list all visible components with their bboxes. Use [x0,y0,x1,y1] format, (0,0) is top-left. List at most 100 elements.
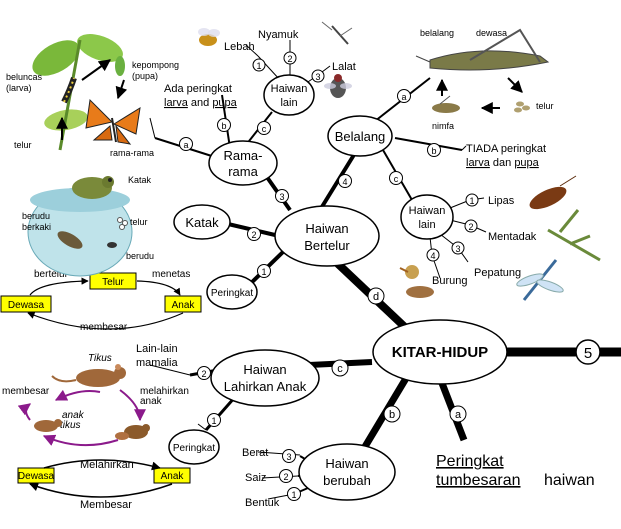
node-peringkat-lahirkan[interactable]: Peringkat [168,429,220,465]
svg-text:c: c [262,124,267,134]
item-burung: Burung [432,275,467,287]
tiada-peringkat: TIADA peringkat larva dan pupa [466,143,546,169]
fly-image [324,74,352,98]
kepompong-line2: (pupa) [132,71,158,81]
belalang-telur-label: telur [536,101,554,111]
svg-text:1: 1 [261,267,266,277]
frog-berudu-label: berudu [126,251,154,261]
cockroach-image [529,175,577,210]
rama-telur-label: telur [14,140,32,150]
marker-berubah-2: 2 [279,469,293,483]
svg-text:a: a [401,92,406,102]
tiada-line1: TIADA peringkat [466,143,546,155]
node-belalang[interactable]: Belalang [327,115,393,157]
cycle1-membesar: membesar [80,322,128,333]
node-lahirkan-line1: Haiwan [243,362,286,377]
frog-telur-label: telur [130,217,148,227]
item-berat: Berat [242,447,268,459]
marker-5: 5 [575,339,601,365]
svg-text:3: 3 [315,72,320,82]
marker-belalang-c: c [389,171,403,185]
center-label: KITAR-HIDUP [392,344,488,361]
node-lain2-line1: Haiwan [409,205,446,217]
branch-markers: d c b a 5 4 3 2 1 2 1 3 2 1 a b c 1 2 3 … [179,51,601,501]
node-rama-rama[interactable]: Rama- rama [208,140,278,186]
svg-text:4: 4 [342,177,347,187]
svg-text:larva and pupa: larva and pupa [164,97,238,109]
svg-text:1: 1 [256,61,261,71]
butterfly-cycle: beluncas (larva) kepompong (pupa) telur … [6,34,179,158]
svg-text:3: 3 [286,452,291,462]
item-bentuk: Bentuk [245,497,280,509]
marker-a: a [449,405,467,423]
svg-text:c: c [394,174,399,184]
node-berubah-line2: berubah [323,473,371,488]
marker-berubah-3: 3 [282,449,296,463]
svg-text:b: b [221,121,226,131]
svg-text:1: 1 [211,416,216,426]
svg-text:larva dan pupa: larva dan pupa [466,157,540,169]
frog-image [72,176,114,199]
marker-serangga-1: 1 [252,58,266,72]
mouse-melahirkan-line1: melahirkan [140,386,189,397]
marker-bertelur-3: 3 [275,189,289,203]
svg-text:2: 2 [201,369,206,379]
marker-belalang-a: a [397,89,411,103]
dragonfly-image [516,259,564,301]
svg-text:4: 4 [430,251,435,261]
lain-mamalia-line2: mamalia [136,357,178,369]
node-berubah-line1: Haiwan [325,456,368,471]
item-lalat: Lalat [332,61,356,73]
tiada-larva: larva [466,157,491,169]
marker-serangga-2: 2 [283,51,297,65]
belalang-label: belalang [420,28,454,38]
adult-mouse-image [51,364,126,387]
caterpillar-image [61,77,77,104]
grasshopper-nymph-image [432,95,460,113]
item-pepatung: Pepatung [474,267,521,279]
mouse-cycle: Tikus membesar melahirkan anak anak tiku… [2,353,189,447]
node-haiwan-berubah[interactable]: Haiwan berubah [298,443,396,501]
svg-text:a: a [455,409,462,421]
node-haiwan-lahirkan-anak[interactable]: Haiwan Lahirkan Anak [210,349,320,407]
title-line2a: tumbesaran [436,472,521,489]
cycle1-menetas: menetas [152,269,190,280]
leaf-image [32,34,123,151]
item-saiz: Saiz [245,472,266,484]
marker-bertelur-2: 2 [247,227,261,241]
butterfly-image [85,98,141,145]
tiada-pupa: pupa [514,157,539,169]
svg-text:1: 1 [469,196,474,206]
svg-text:1: 1 [291,490,296,500]
berubah-items: Berat Saiz Bentuk [242,447,280,509]
item-mentadak: Mentadak [488,231,537,243]
diagram-title: Peringkat tumbesaran haiwan [436,453,595,489]
node-haiwan-lain-serangga[interactable]: Haiwan lain [263,74,315,116]
grasshopper-adult-image [415,28,550,71]
title-line1: Peringkat [436,453,504,470]
node-peringkat-bertelur-label: Peringkat [211,288,253,299]
node-haiwan-lain-belalang[interactable]: Haiwan lain [400,194,454,240]
node-lain2-line2: lain [418,219,435,231]
svg-text:b: b [431,146,436,156]
node-haiwan-bertelur[interactable]: Haiwan Bertelur [274,205,380,267]
node-peringkat-bertelur[interactable]: Peringkat [206,274,258,310]
frog-cycle: Katak telur berudu berudu berkaki [22,175,154,277]
lahirkan-cycle: Dewasa Anak Melahirkan Membesar [17,459,191,511]
bee-image [198,28,220,46]
kepompong-line1: kepompong [132,60,179,70]
node-katak[interactable]: Katak [173,204,231,240]
svg-text:2: 2 [283,472,288,482]
cycle1-dewasa: Dewasa [8,300,45,311]
tiada-dan: dan [490,157,514,169]
marker-serangga-3: 3 [311,69,325,83]
chrysalis-image [115,56,125,76]
beluncas-line2: (larva) [6,83,32,93]
beluncas-line1: beluncas [6,72,43,82]
marker-rama-a: a [179,137,193,151]
frog-eggs-image [117,217,128,230]
mouse-melahirkan-line2: anak [140,396,163,407]
marker-rama-b: b [217,118,231,132]
node-lahirkan-line2: Lahirkan Anak [224,379,307,394]
